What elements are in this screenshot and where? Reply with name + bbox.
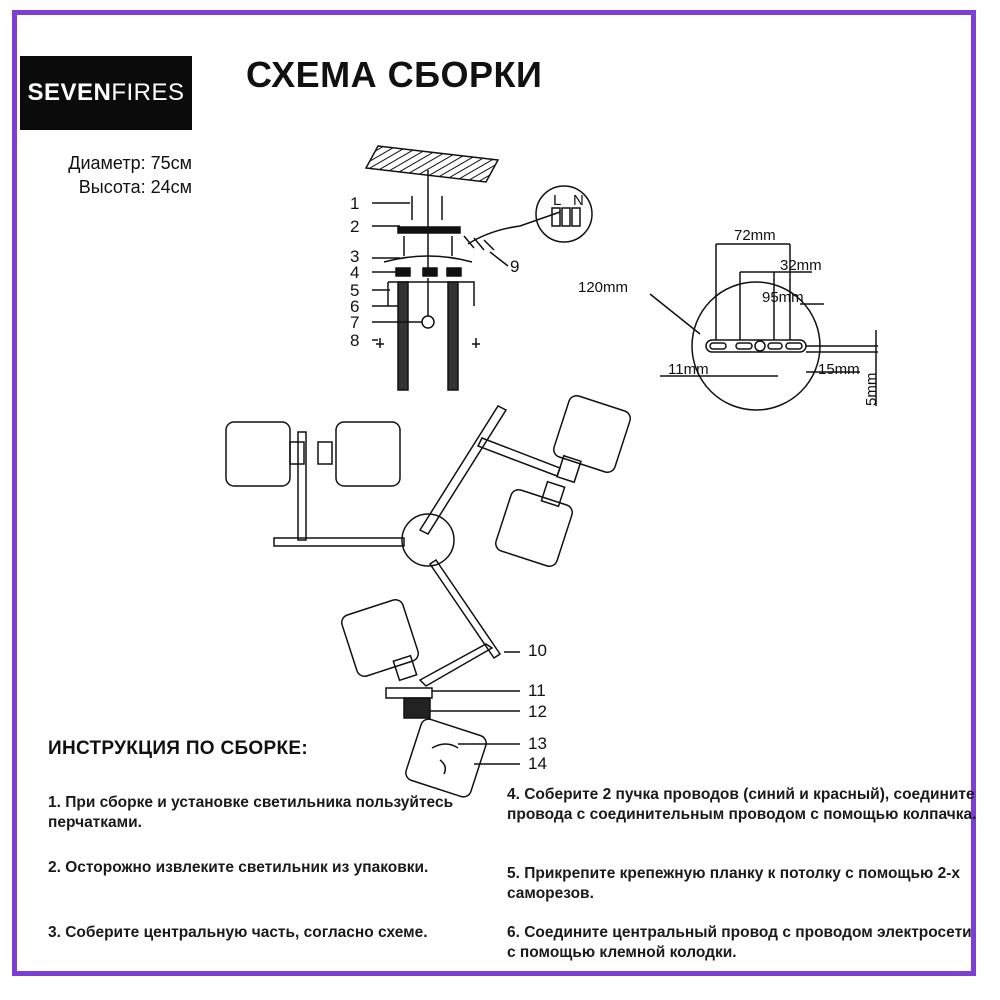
spec-diameter: Диаметр: 75см [68, 153, 192, 173]
instruction-step-2: 2. Осторожно извлеките светильник из упа… [48, 859, 429, 876]
callout-8: 8 [350, 331, 359, 350]
callout-7: 7 [350, 313, 359, 332]
instruction-step-5: 5. Прикрепите крепежную планку к потолку… [507, 865, 960, 902]
instructions-heading: ИНСТРУКЦИЯ ПО СБОРКЕ: [48, 738, 308, 759]
dim-15mm: 15mm [818, 361, 860, 378]
instruction-step-3: 3. Соберите центральную часть, согласно … [48, 924, 428, 941]
dim-5mm: 5mm [863, 373, 880, 406]
callout-4: 4 [350, 263, 359, 282]
callout-9: 9 [510, 257, 519, 276]
callout-12: 12 [528, 702, 547, 721]
dim-95mm: 95mm [762, 289, 804, 306]
instruction-step-4: 4. Соберите 2 пучка проводов (синий и кр… [507, 786, 977, 823]
brand-thin: FIRES [111, 79, 185, 106]
brand-bold: SEVEN [27, 79, 112, 106]
wire-mark-l: L [553, 192, 561, 209]
dim-11mm: 11mm [668, 361, 709, 378]
dim-120mm: 120mm [578, 279, 628, 296]
page-title: СХЕМА СБОРКИ [246, 54, 543, 95]
spec-height: Высота: 24см [78, 177, 192, 197]
callout-5: 5 [350, 281, 359, 300]
dim-32mm: 32mm [780, 257, 822, 274]
callout-14: 14 [528, 754, 547, 773]
instruction-step-1: 1. При сборке и установке светильника по… [48, 794, 454, 831]
instruction-step-6: 6. Соедините центральный провод с провод… [507, 924, 972, 961]
page-frame [12, 10, 976, 976]
wire-mark-n: N [573, 192, 584, 209]
callout-3: 3 [350, 247, 359, 266]
callout-1: 1 [350, 194, 359, 213]
dim-72mm: 72mm [734, 227, 776, 244]
callout-13: 13 [528, 734, 547, 753]
callout-6: 6 [350, 297, 359, 316]
callout-2: 2 [350, 217, 359, 236]
callout-10: 10 [528, 641, 547, 660]
ceiling-hatch [364, 145, 500, 183]
callout-11: 11 [528, 681, 546, 700]
